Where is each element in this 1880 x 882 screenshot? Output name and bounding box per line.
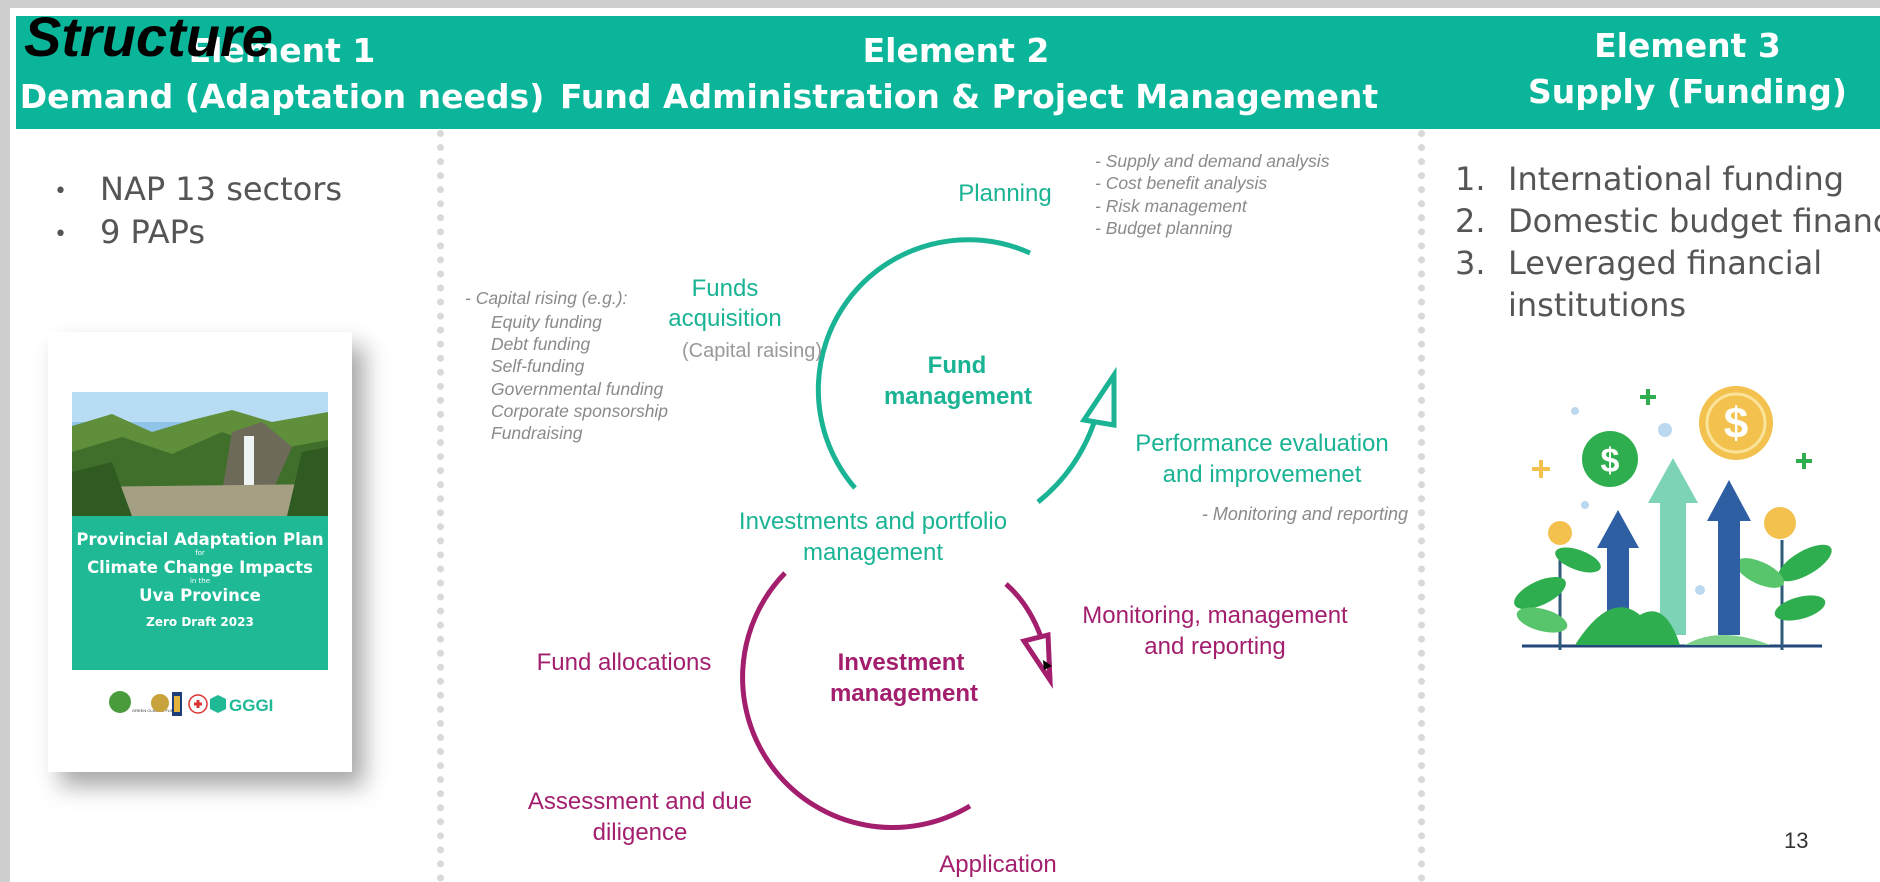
capital-note: Debt funding (491, 334, 591, 354)
header-band (16, 16, 1880, 129)
adaptation-plan-cover: Provincial Adaptation Plan for Climate C… (48, 332, 352, 772)
investment-management-line2: management (830, 680, 978, 707)
element1-heading: Element 1 (188, 31, 376, 70)
bullet-text: NAP 13 sectors (100, 170, 343, 208)
capital-note: - Capital rising (e.g.): (465, 288, 628, 308)
cover-in-the: in the (189, 577, 211, 585)
funding-item-text: International funding (1508, 160, 1845, 198)
coin-dollar-symbol: $ (1724, 399, 1748, 448)
funds-acquisition-line2: acquisition (668, 305, 781, 332)
demand-bullet-list: • NAP 13 sectors • 9 PAPs (54, 170, 342, 256)
column-divider-right (1418, 130, 1425, 882)
fund-cycle-arc (815, 237, 1032, 490)
performance-line1: Performance evaluation (1135, 430, 1388, 457)
funding-item-number: 3. (1455, 244, 1486, 282)
cover-title-line3: Uva Province (139, 586, 261, 605)
fund-cycle-arc-right (1036, 419, 1098, 504)
element3-heading: Element 3 (1594, 26, 1781, 65)
assessment-line2: diligence (593, 819, 688, 846)
bullet-item: • 9 PAPs (54, 213, 342, 256)
planning-note: - Risk management (1095, 196, 1248, 216)
fund-allocations-label: Fund allocations (537, 649, 712, 676)
funding-item: 3. Leveraged financial (1455, 242, 1880, 284)
cover-draft: Zero Draft 2023 (146, 615, 254, 629)
planning-note: - Budget planning (1095, 218, 1232, 238)
investment-cycle-arc (740, 571, 972, 831)
capital-note: Corporate sponsorship (491, 401, 668, 421)
emblem-icon (151, 694, 169, 712)
funding-source-list: 1. International funding 2. Domestic budge… (1455, 158, 1880, 326)
funding-item-text: Leveraged financial (1508, 244, 1823, 282)
element3-header: Element 3 Supply (Funding) (1520, 23, 1855, 115)
monitoring-line1: Monitoring, management (1082, 602, 1348, 629)
bullet-item: • NAP 13 sectors (54, 170, 342, 213)
capital-note: Self-funding (491, 356, 585, 376)
capital-note: Equity funding (491, 312, 602, 332)
bullet-icon: • (54, 221, 67, 247)
performance-line2: and improvemenet (1163, 461, 1362, 488)
performance-note: - Monitoring and reporting (1202, 504, 1408, 524)
column-divider-left (437, 130, 444, 882)
gggi-logo-text: GGGI (229, 696, 273, 715)
funding-item-number: 2. (1455, 202, 1486, 240)
funding-item: 2. Domestic budget financ (1455, 200, 1880, 242)
funding-item-text: Domestic budget financ (1508, 202, 1880, 240)
funding-item-number: 1. (1455, 160, 1486, 198)
cover-title-line1: Provincial Adaptation Plan (76, 530, 324, 549)
element1-subheading: Demand (Adaptation needs) (19, 77, 545, 116)
capital-note: Governmental funding (491, 379, 663, 399)
cover-title-line2: Climate Change Impacts (87, 558, 313, 577)
funding-item-text: institutions (1508, 286, 1687, 324)
monitoring-line2: and reporting (1144, 633, 1285, 660)
element3-subheading: Supply (Funding) (1528, 72, 1847, 111)
slide-title: Structure (24, 5, 273, 68)
cover-logos: GREEN CLIMATE FUND GGGI (108, 688, 308, 718)
funding-growth-illustration: $ $ (1514, 386, 1832, 650)
fund-management-line1: Fund (928, 352, 987, 379)
page-number: 13 (1784, 828, 1809, 853)
gcf-logo-icon (109, 691, 131, 713)
planning-note: - Supply and demand analysis (1095, 151, 1330, 171)
planning-notes: - Supply and demand analysis - Cost bene… (1095, 151, 1330, 238)
element1-header: Element 1 Demand (Adaptation needs) (16, 28, 548, 120)
bullet-icon: • (54, 178, 67, 204)
cover-for: for (195, 549, 205, 557)
element2-subheading: Fund Administration & Project Management (560, 77, 1379, 116)
fund-management-line2: management (884, 383, 1032, 410)
gcf-logo-text: GREEN CLIMATE FUND (132, 708, 177, 713)
fund-cycle-arrowhead (1079, 366, 1117, 428)
element2-header: Element 2 Fund Administration & Project … (560, 28, 1379, 120)
cursor-icon (1043, 660, 1052, 670)
waterfall-photo (72, 392, 328, 516)
bullet-text: 9 PAPs (100, 213, 206, 251)
capital-note: Fundraising (491, 423, 583, 443)
assessment-line1: Assessment and due (528, 788, 752, 815)
investment-cycle-arrowhead (1019, 631, 1053, 689)
funding-item: institutions (1455, 284, 1880, 326)
investments-portfolio-line1: Investments and portfolio (739, 508, 1007, 535)
cover-title-band: Provincial Adaptation Plan for Climate C… (72, 516, 328, 670)
funds-acquisition-line1: Funds (692, 275, 759, 302)
investments-portfolio-line2: management (803, 539, 943, 566)
element2-heading: Element 2 (862, 31, 1050, 70)
application-label: Application (939, 851, 1056, 878)
planning-label: Planning (958, 180, 1051, 207)
capital-notes: - Capital rising (e.g.): Equity funding … (465, 288, 668, 443)
investment-cycle-arc-right (1004, 582, 1045, 641)
planning-note: - Cost benefit analysis (1095, 173, 1267, 193)
investment-management-line1: Investment (838, 649, 965, 676)
funding-item: 1. International funding (1455, 158, 1880, 200)
capital-raising-label: (Capital raising) (682, 340, 822, 362)
gggi-logo-icon (210, 695, 226, 713)
coin-dollar-symbol: $ (1601, 442, 1620, 480)
